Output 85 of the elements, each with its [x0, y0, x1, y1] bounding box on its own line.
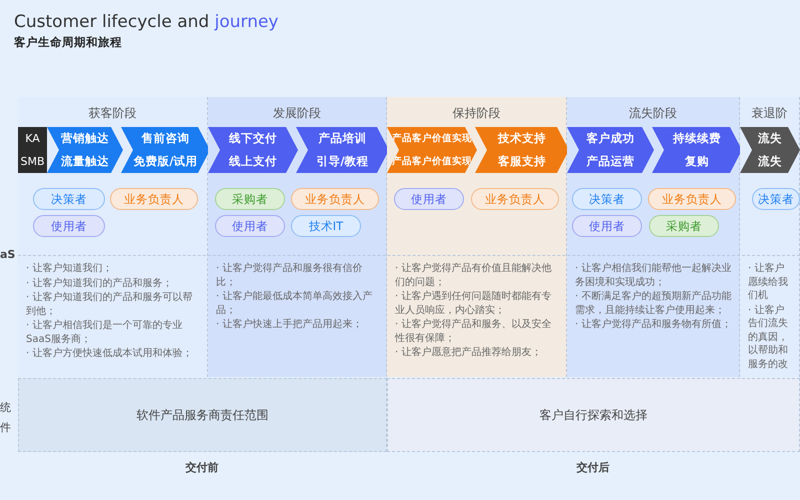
process-step: 引导/教程 [296, 150, 389, 173]
node-label: 复购 [685, 154, 709, 168]
node-label: 线下交付 [229, 131, 277, 145]
row-header-text: 统件 [0, 400, 12, 436]
role-tag: 决策者 [33, 188, 105, 210]
process-step: 客服支持 [475, 150, 569, 173]
role-tag: 采购者 [215, 188, 285, 210]
title: Customer lifecycle and journey [14, 12, 278, 32]
bullet-text: · 让客户愿续给我们机 [748, 262, 789, 302]
phase-label: 交付前 [186, 460, 218, 475]
role-tag: 业务负责人 [648, 188, 736, 210]
role-tag: 技术IT [291, 215, 361, 237]
role-tag: 业务负责人 [471, 188, 559, 210]
stage-column [567, 97, 740, 377]
process-step: 线下交付 [208, 127, 298, 150]
node-label: 产品培训 [318, 131, 366, 145]
stage-column [740, 97, 800, 377]
role-tag: 使用者 [394, 188, 464, 210]
node-label: 客户成功 [586, 131, 634, 145]
stage-heading: 衰退阶 [750, 105, 788, 122]
node-label: 流量触达 [61, 154, 109, 168]
subtitle: 客户生命周期和旅程 [14, 35, 122, 50]
node-label: 技术支持 [498, 131, 546, 145]
node-label: 引导/教程 [316, 154, 369, 168]
role-tag: 使用者 [572, 215, 642, 237]
node-label: 流失 [758, 131, 782, 145]
node-label: 产品运营 [586, 154, 634, 168]
bullet-text: · 让客户觉得产品和服务物有所值； [575, 318, 732, 332]
node-label: 免费版/试用 [133, 154, 198, 168]
bullet-text: · 让客户方便快速低成本试用和体验； [26, 347, 194, 360]
stage-column [208, 97, 387, 377]
phase-label: 交付后 [576, 460, 610, 475]
process-step: 流失 [740, 150, 800, 173]
role-tag: 使用者 [215, 215, 285, 237]
role-tag: 采购者 [649, 215, 719, 237]
process-step: 线上支付 [208, 150, 298, 173]
bullet-text: · 让客户快速上手把产品用起来； [216, 318, 364, 332]
scope-panel: 软件产品服务商责任范围 [18, 378, 387, 452]
process-step: 持续续费 [652, 127, 742, 150]
segment-label: KA [18, 127, 47, 150]
process-step: 流失 [740, 127, 800, 150]
node-label: KA [25, 132, 40, 145]
bullet-text: · 让客户能最低成本简单高效接入产品； [216, 290, 374, 317]
role-tag: 决策者 [752, 188, 800, 210]
process-step: 售前咨询 [121, 127, 210, 150]
process-step: 流量触达 [47, 150, 123, 173]
bullet-text: · 让客户知道我们； [26, 262, 114, 276]
role-tag: 决策者 [572, 188, 642, 210]
node-label: SMB [20, 155, 45, 168]
stage-column [18, 97, 208, 377]
stage-heading: 保持阶段 [452, 105, 502, 122]
stage-heading: 流失阶段 [628, 105, 678, 122]
bullet-text: · 让客户知道我们的产品和服务； [26, 276, 174, 290]
node-label: 营销触达 [61, 131, 109, 145]
node-label: 售前咨询 [142, 131, 190, 145]
bullet-text: · 让客户觉得产品有价值且能解决他们的问题； [395, 262, 552, 289]
stage-column [387, 97, 567, 377]
segment-label: SMB [18, 150, 47, 173]
node-label: 流失 [758, 154, 782, 168]
process-step: 复购 [652, 150, 742, 173]
bullet-text: · 让客户相信我们能帮他一起解决业务困境和实现成功； [575, 262, 732, 289]
bullet-text: · 让客户知道我们的产品和服务可以帮到他； [26, 291, 194, 318]
bullet-text: · 让客户愿意把产品推荐给朋友； [395, 346, 542, 360]
node-label: 线上支付 [229, 154, 277, 168]
bullet-text: · 让客户相信我们是一个可靠的专业SaaS服务商； [26, 319, 184, 346]
role-tag: 业务负责人 [110, 188, 198, 210]
process-step: 客户成功 [567, 127, 654, 150]
bullet-text: · 让客户遇到任何问题随时都能有专业人员响应，内心踏实； [395, 290, 552, 317]
process-step: 技术支持 [475, 127, 569, 150]
process-step: 免费版/试用 [121, 150, 210, 173]
stage-heading: 发展阶段 [272, 105, 322, 122]
node-label: 客服支持 [498, 154, 546, 168]
bullet-text: · 让客户告们流失的真因，以帮助和服务的改 [748, 304, 789, 371]
process-step: 营销触达 [47, 127, 123, 150]
role-tag: 使用者 [33, 215, 105, 237]
bullet-text: · 让客户觉得产品和服务、以及安全性很有保障； [395, 318, 552, 345]
node-label: 持续续费 [673, 131, 721, 145]
process-step: 产品运营 [567, 150, 654, 173]
process-step: 产品培训 [296, 127, 389, 150]
bullet-text: · 不断满足客户的超预期新产品功能需求，且能持续让客户使用起来； [575, 290, 732, 317]
role-tag: 业务负责人 [291, 188, 379, 210]
stage-heading: 获客阶段 [88, 105, 138, 122]
scope-panel: 客户自行探索和选择 [387, 378, 800, 452]
bullet-text: · 让客户觉得产品和服务很有信价比； [216, 262, 364, 289]
row-header-text: aS [0, 248, 16, 261]
